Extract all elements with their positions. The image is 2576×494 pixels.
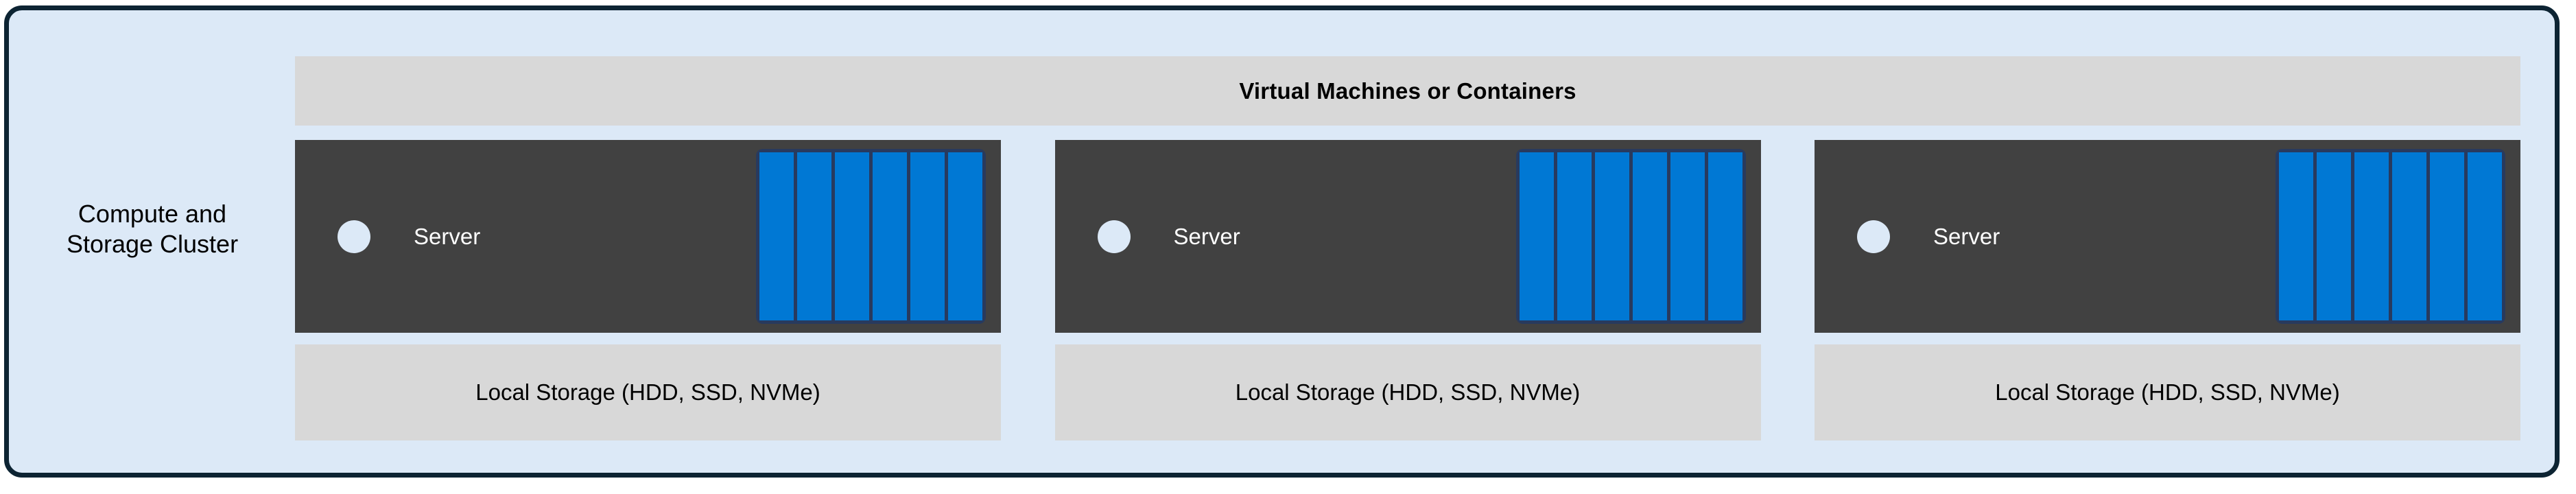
drive-bay-icon bbox=[2430, 152, 2464, 320]
compute-storage-cluster-frame: Compute and Storage Cluster Virtual Mach… bbox=[4, 5, 2560, 478]
drive-bay-icon bbox=[835, 152, 869, 320]
server-node: Server Local Storage (HDD, SSD, NVMe) bbox=[295, 140, 1001, 443]
drive-bay-icon bbox=[910, 152, 945, 320]
drive-bay-icon bbox=[759, 152, 794, 320]
drive-bay-icon bbox=[2317, 152, 2351, 320]
drive-bay-icon bbox=[1594, 152, 1629, 320]
local-storage-band: Local Storage (HDD, SSD, NVMe) bbox=[1815, 344, 2520, 440]
status-led-icon bbox=[338, 220, 370, 253]
drive-bay-group bbox=[2276, 149, 2505, 324]
drive-bay-icon bbox=[873, 152, 907, 320]
drive-bay-icon bbox=[2468, 152, 2502, 320]
drive-bay-icon bbox=[1670, 152, 1705, 320]
local-storage-label: Local Storage (HDD, SSD, NVMe) bbox=[1235, 379, 1581, 405]
server-chassis: Server bbox=[295, 140, 1001, 333]
local-storage-label: Local Storage (HDD, SSD, NVMe) bbox=[475, 379, 820, 405]
drive-bay-icon bbox=[1557, 152, 1592, 320]
drive-bay-group bbox=[756, 149, 986, 324]
server-node: Server Local Storage (HDD, SSD, NVMe) bbox=[1054, 140, 1761, 443]
drive-bay-icon bbox=[1708, 152, 1742, 320]
virtual-machines-band: Virtual Machines or Containers bbox=[295, 56, 2520, 126]
server-label: Server bbox=[414, 223, 481, 249]
server-chassis: Server bbox=[1054, 140, 1761, 333]
drive-bay-icon bbox=[1519, 152, 1554, 320]
local-storage-band: Local Storage (HDD, SSD, NVMe) bbox=[295, 344, 1001, 440]
server-chassis: Server bbox=[1815, 140, 2520, 333]
status-led-icon bbox=[1097, 220, 1131, 253]
local-storage-label: Local Storage (HDD, SSD, NVMe) bbox=[1995, 379, 2340, 405]
server-node: Server Local Storage (HDD, SSD, NVMe) bbox=[1815, 140, 2520, 443]
status-led-icon bbox=[1857, 220, 1890, 253]
drive-bay-icon bbox=[948, 152, 982, 320]
drive-bay-icon bbox=[2354, 152, 2389, 320]
cluster-label: Compute and Storage Cluster bbox=[66, 200, 239, 258]
server-label: Server bbox=[1173, 223, 1240, 249]
drive-bay-icon bbox=[2279, 152, 2313, 320]
drive-bay-icon bbox=[1632, 152, 1667, 320]
drive-bay-group bbox=[1515, 149, 1746, 324]
drive-bay-icon bbox=[2392, 152, 2426, 320]
local-storage-band: Local Storage (HDD, SSD, NVMe) bbox=[1054, 344, 1761, 440]
server-label: Server bbox=[1933, 223, 2000, 249]
drive-bay-icon bbox=[797, 152, 831, 320]
virtual-machines-band-title: Virtual Machines or Containers bbox=[1239, 78, 1576, 104]
server-nodes-row: Server Local Storage (HDD, SSD, NVMe) Se… bbox=[295, 140, 2520, 443]
